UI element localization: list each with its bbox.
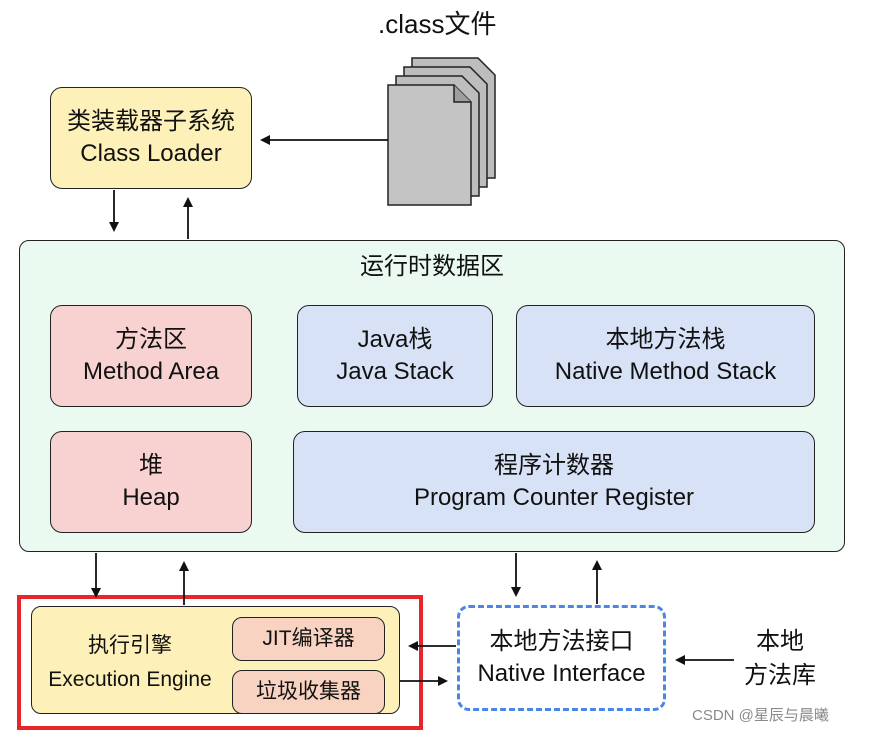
class-loader-en: Class Loader: [80, 140, 222, 167]
execution-engine-en: Execution Engine: [48, 668, 212, 691]
java-stack-en: Java Stack: [336, 358, 454, 385]
java-stack-zh: Java栈: [357, 326, 433, 353]
runtime-data-area-title: 运行时数据区: [360, 253, 504, 280]
native-method-stack-box: 本地方法栈 Native Method Stack: [516, 305, 815, 407]
pc-register-box: 程序计数器 Program Counter Register: [293, 431, 815, 533]
java-stack-box: Java栈 Java Stack: [297, 305, 493, 407]
class-loader-zh: 类装载器子系统: [67, 108, 235, 135]
class-loader-box: 类装载器子系统 Class Loader: [50, 87, 252, 189]
native-library-label: 本地 方法库: [735, 625, 825, 693]
pc-register-en: Program Counter Register: [413, 484, 695, 511]
heap-box: 堆 Heap: [50, 431, 252, 533]
method-area-en: Method Area: [82, 358, 220, 385]
class-file-label: .class文件: [378, 9, 497, 39]
heap-en: Heap: [122, 484, 180, 511]
garbage-collector-label: 垃圾收集器: [256, 680, 361, 703]
method-area-zh: 方法区: [115, 326, 187, 353]
jit-compiler-label: JIT编译器: [262, 627, 355, 650]
pc-register-zh: 程序计数器: [494, 452, 614, 479]
heap-zh: 堆: [139, 452, 163, 479]
execution-engine-highlight: [17, 595, 423, 730]
method-area-box: 方法区 Method Area: [50, 305, 252, 407]
execution-engine-zh: 执行引擎: [88, 634, 172, 657]
native-interface-en: Native Interface: [477, 660, 646, 687]
native-interface-box: 本地方法接口 Native Interface: [457, 605, 666, 711]
native-library-line1: 本地: [756, 628, 804, 655]
native-interface-zh: 本地方法接口: [489, 628, 634, 655]
jit-compiler-box: JIT编译器: [232, 617, 385, 661]
watermark: CSDN @星辰与晨曦: [692, 707, 829, 724]
garbage-collector-box: 垃圾收集器: [232, 670, 385, 714]
native-library-line2: 方法库: [744, 662, 816, 689]
native-method-stack-zh: 本地方法栈: [605, 326, 726, 353]
native-method-stack-en: Native Method Stack: [554, 358, 777, 385]
